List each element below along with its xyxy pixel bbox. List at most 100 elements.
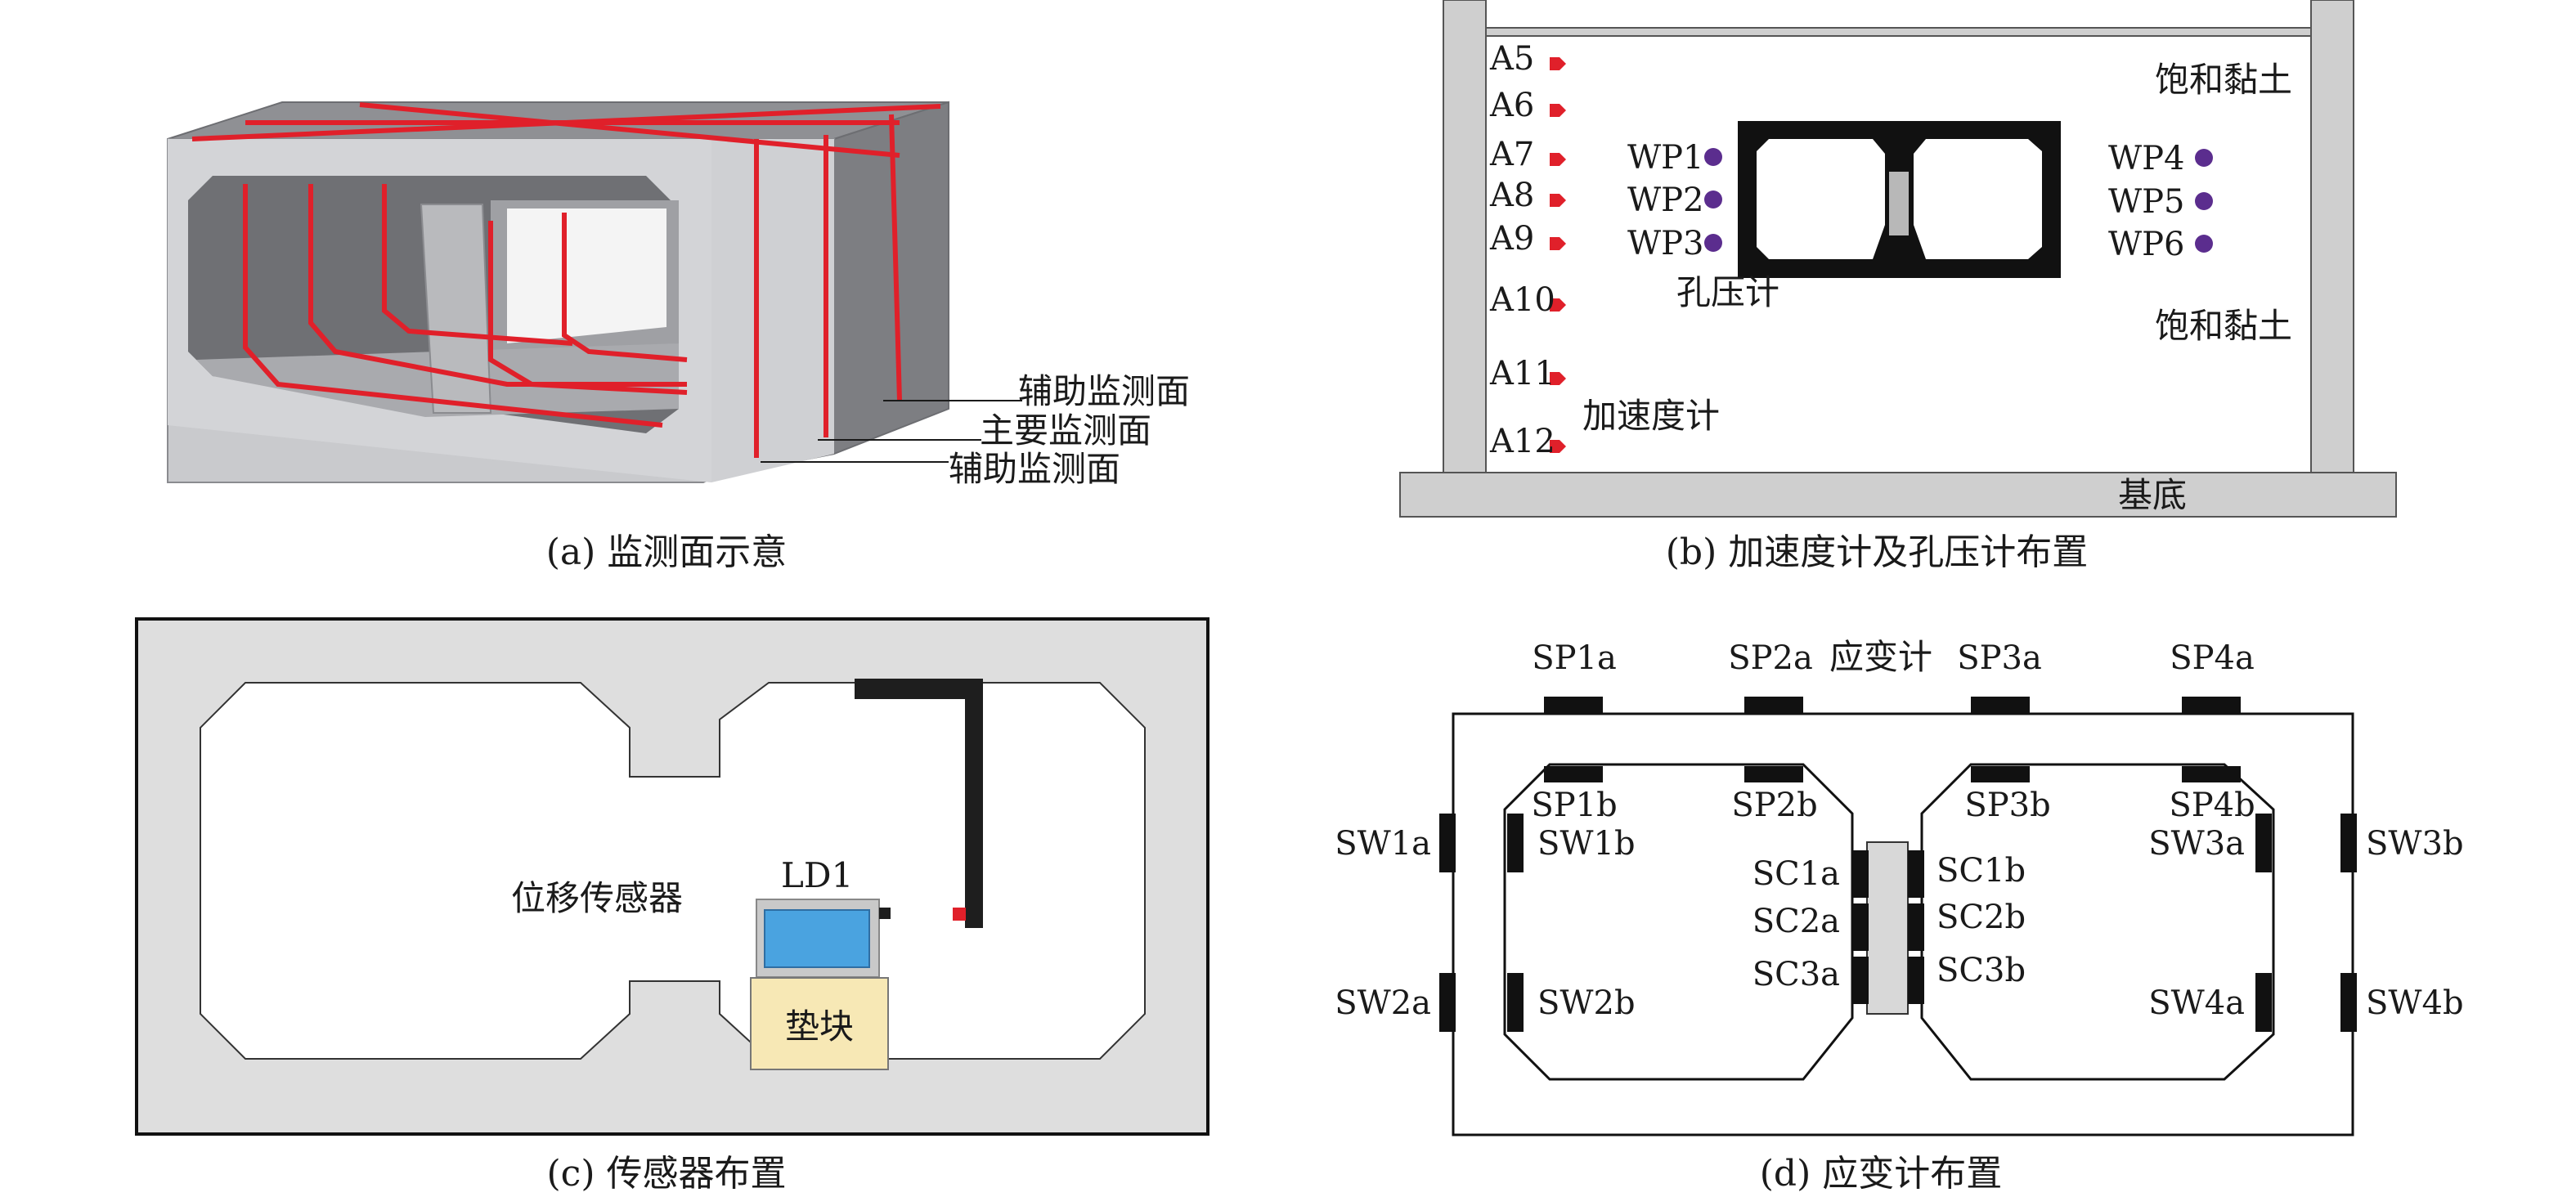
gauge-label-sp2a: SP2a <box>1728 639 1813 677</box>
cell-left <box>1503 763 1854 1081</box>
strain-gauge <box>1971 697 2030 715</box>
gauge-label-sc1a: SC1a <box>1752 855 1840 893</box>
strain-gauge <box>1507 814 1524 872</box>
pore-pressure-marker <box>1704 191 1722 208</box>
strain-gauge <box>1908 903 1924 951</box>
gauge-label-sw3a: SW3a <box>2148 825 2245 863</box>
pore-label-wp5: WP5 <box>2108 183 2184 221</box>
accelerometer-marker <box>1550 298 1566 312</box>
strain-gauge <box>2255 814 2272 872</box>
caption-b: (b) 加速度计及孔压计布置 <box>1666 531 2088 573</box>
caption-a: (a) 监测面示意 <box>546 531 788 573</box>
accelerometer-marker <box>1550 57 1566 70</box>
accelerometer-markers <box>1550 57 1566 453</box>
strain-gauge-title: 应变计 <box>1829 637 1932 677</box>
aux-monitoring-label-bottom: 辅助监测面 <box>949 449 1120 489</box>
bracket-tip <box>953 908 966 921</box>
panel-c-section <box>135 617 1209 1136</box>
strain-gauge <box>1908 957 1924 1004</box>
box-top-beam <box>1485 27 2312 37</box>
gauge-label-sw2b: SW2b <box>1537 984 1636 1022</box>
monitoring-lines <box>191 102 941 458</box>
accelerometer-label-a5: A5 <box>1489 40 1534 78</box>
pore-label-wp6: WP6 <box>2108 226 2184 263</box>
gauge-label-sp3b: SP3b <box>1964 787 2050 824</box>
gauge-label-sc3a: SC3a <box>1752 956 1840 993</box>
gauge-label-sc2b: SC2b <box>1936 899 2026 936</box>
soil-label-mid: 饱和黏土 <box>2155 306 2292 346</box>
culvert-cell-left <box>1757 139 1885 259</box>
panel-b-model-box <box>1399 0 2397 518</box>
strain-gauge <box>1507 973 1524 1032</box>
base-label: 基底 <box>2118 475 2187 515</box>
strain-gauge <box>2182 697 2241 715</box>
gauge-label-sw4a: SW4a <box>2148 984 2245 1022</box>
accelerometer-label-a7: A7 <box>1489 136 1534 173</box>
strain-gauge <box>2182 766 2241 782</box>
panel-d-section <box>1439 697 2357 1136</box>
accelerometer-marker <box>1550 440 1566 453</box>
gauge-label-sc1b: SC1b <box>1936 852 2026 890</box>
pore-label-wp4: WP4 <box>2108 140 2184 177</box>
strain-gauge <box>1852 957 1869 1004</box>
accelerometer-label: 加速度计 <box>1582 396 1720 436</box>
pore-pressure-marker <box>2195 192 2213 210</box>
caption-d: (d) 应变计布置 <box>1760 1153 2002 1195</box>
accelerometer-marker <box>1550 153 1566 166</box>
pore-gauge-label: 孔压计 <box>1676 272 1779 312</box>
strain-gauge <box>1439 814 1456 872</box>
gauge-label-sw3b: SW3b <box>2366 825 2464 863</box>
leader-lines <box>761 400 1022 463</box>
culvert-back-light <box>507 208 666 343</box>
culvert-middle-wall <box>420 204 492 414</box>
strain-gauge <box>1544 766 1603 782</box>
sensor-screen <box>764 909 870 968</box>
culvert-divider <box>1889 172 1909 235</box>
accelerometer-label-a9: A9 <box>1489 220 1534 258</box>
displacement-sensor-label: 位移传感器 <box>511 878 683 918</box>
panel-a-box-culvert <box>167 101 1022 483</box>
accelerometer-label-a11: A11 <box>1489 355 1555 392</box>
box-base <box>1399 472 2397 518</box>
gauge-label-sp1b: SP1b <box>1531 787 1617 824</box>
strain-gauge <box>1971 766 2030 782</box>
pore-pressure-marker <box>1704 234 1722 252</box>
box-right-wall <box>2310 0 2354 475</box>
pore-label-wp2: WP2 <box>1627 182 1703 219</box>
strain-gauge <box>2340 814 2357 872</box>
bracket-horizontal <box>855 679 981 699</box>
strain-gauge <box>1744 697 1803 715</box>
pore-pressure-marker <box>2195 235 2213 253</box>
strain-gauge <box>1544 697 1603 715</box>
gauge-label-sp4b: SP4b <box>2169 787 2255 824</box>
gauge-label-sp1a: SP1a <box>1532 639 1617 677</box>
accelerometer-label-a12: A12 <box>1489 423 1555 460</box>
strain-gauge <box>1852 850 1869 898</box>
accelerometer-marker <box>1550 194 1566 207</box>
middle-wall <box>1866 841 1909 1015</box>
accelerometer-marker <box>1550 237 1566 250</box>
strain-gauge <box>1852 903 1869 951</box>
gauge-label-sw2a: SW2a <box>1335 984 1431 1022</box>
accelerometer-label-a10: A10 <box>1489 281 1555 319</box>
cell-left <box>200 682 1146 1060</box>
accelerometer-label-a8: A8 <box>1489 177 1534 214</box>
main-monitoring-label: 主要监测面 <box>980 410 1151 451</box>
bracket-vertical <box>965 679 983 928</box>
gauge-label-sp2b: SP2b <box>1731 787 1817 824</box>
strain-gauge <box>2340 973 2357 1032</box>
pore-pressure-marker <box>2195 149 2213 167</box>
strain-gauge <box>1908 850 1924 898</box>
culvert-cell-right <box>1914 139 2042 259</box>
aux-monitoring-label-top: 辅助监测面 <box>1018 371 1190 411</box>
strain-gauge <box>2255 973 2272 1032</box>
gauge-label-sw1a: SW1a <box>1335 825 1431 863</box>
gauge-label-sp3a: SP3a <box>1957 639 2042 677</box>
accelerometer-label-a6: A6 <box>1489 87 1534 124</box>
gauge-label-sw1b: SW1b <box>1537 825 1636 863</box>
soil-label-top: 饱和黏土 <box>2155 60 2292 100</box>
pad-block <box>750 977 889 1070</box>
box-left-wall <box>1443 0 1487 475</box>
pore-pressure-marker <box>1704 148 1722 166</box>
